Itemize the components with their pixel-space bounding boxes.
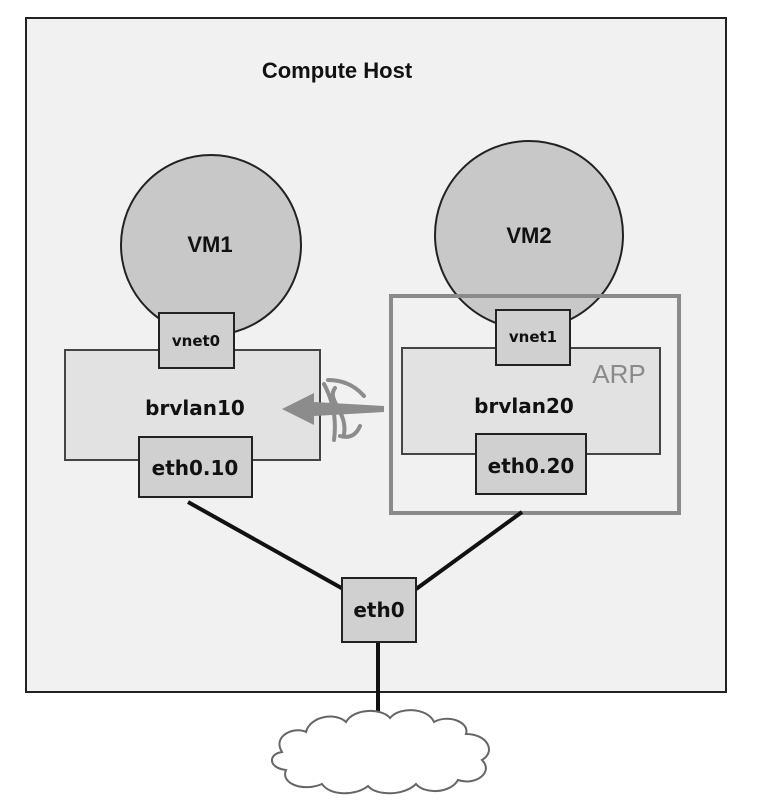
vnet0-interface — [158, 312, 235, 369]
eth0-label: eth0 — [353, 598, 404, 622]
brvlan10-label: brvlan10 — [145, 396, 245, 420]
arp-box — [389, 294, 681, 515]
eth0-interface — [341, 577, 417, 643]
arp-label: ARP — [592, 359, 645, 389]
vnet0-label: vnet0 — [172, 332, 220, 350]
eth0-10-interface — [138, 436, 253, 498]
vnet1-interface — [495, 309, 571, 366]
eth0-10-label: eth0.10 — [152, 456, 239, 480]
vm1-label: VM1 — [187, 232, 232, 257]
compute-host-title: Compute Host — [262, 58, 413, 83]
eth0-20-label: eth0.20 — [488, 454, 575, 478]
network-cloud — [271, 709, 490, 795]
link-eth0-10-to-eth0 — [187, 500, 346, 592]
vnet1-label: vnet1 — [509, 328, 557, 346]
vm2-label: VM2 — [506, 223, 551, 248]
brvlan20-label: brvlan20 — [474, 394, 574, 418]
link-eth0-20-to-eth0 — [410, 510, 524, 594]
eth0-20-interface — [475, 433, 587, 495]
blocked-arp-arrow — [282, 378, 384, 442]
